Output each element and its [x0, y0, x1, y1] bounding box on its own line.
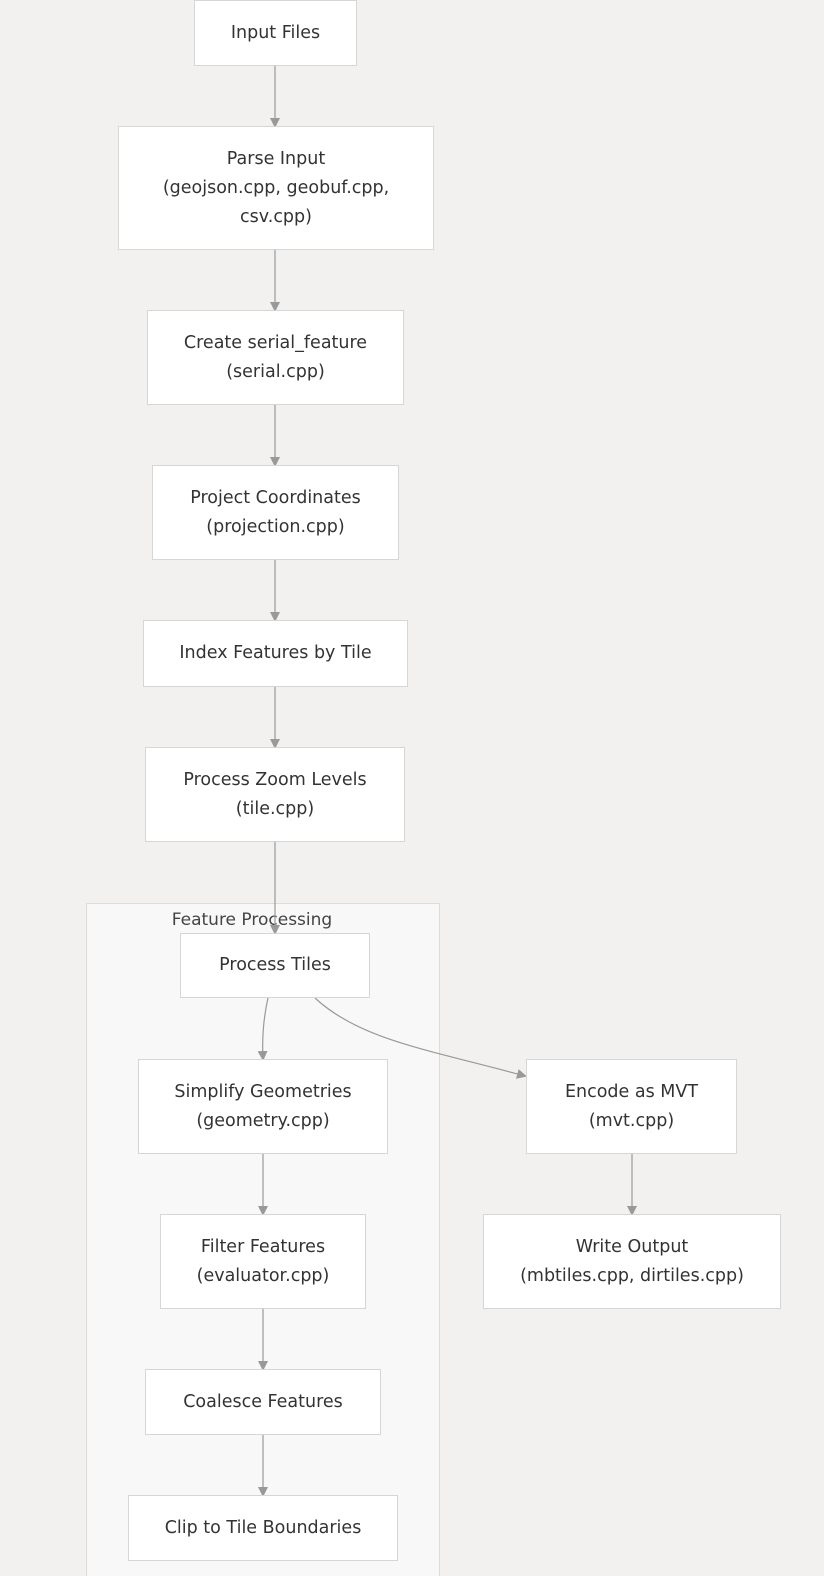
node-text-line: Coalesce Features [183, 1391, 343, 1412]
node-text-line: (tile.cpp) [235, 798, 315, 819]
node-parse-input[interactable]: Parse Input (geojson.cpp, geobuf.cpp, csv.… [118, 126, 434, 250]
node-filter-features[interactable]: Filter Features (evaluator.cpp) [160, 1214, 366, 1309]
node-text-line: (mvt.cpp) [588, 1110, 675, 1131]
node-text-line: (geometry.cpp) [196, 1110, 330, 1131]
node-text-line: (serial.cpp) [226, 361, 325, 382]
node-create-serial-feature[interactable]: Create serial_feature (serial.cpp) [147, 310, 404, 405]
node-write-output[interactable]: Write Output (mbtiles.cpp, dirtiles.cpp) [483, 1214, 781, 1309]
node-text-line: Filter Features [200, 1236, 326, 1257]
node-clip-to-tile-boundaries[interactable]: Clip to Tile Boundaries [128, 1495, 398, 1561]
node-process-zoom-levels[interactable]: Process Zoom Levels (tile.cpp) [145, 747, 405, 842]
node-text-line: (geojson.cpp, geobuf.cpp, [162, 177, 390, 198]
node-simplify-geometries[interactable]: Simplify Geometries (geometry.cpp) [138, 1059, 388, 1154]
node-text-line: Clip to Tile Boundaries [164, 1517, 362, 1538]
node-text-line: Write Output [575, 1236, 689, 1257]
node-text-line: (projection.cpp) [206, 516, 345, 537]
node-index-features-by-tile[interactable]: Index Features by Tile [143, 620, 408, 687]
node-text-line: Simplify Geometries [174, 1081, 352, 1102]
node-text-line: (evaluator.cpp) [196, 1265, 330, 1286]
node-text-line: csv.cpp) [240, 206, 312, 227]
node-project-coordinates[interactable]: Project Coordinates (projection.cpp) [152, 465, 399, 560]
node-encode-as-mvt[interactable]: Encode as MVT (mvt.cpp) [526, 1059, 737, 1154]
node-text-line: Process Tiles [219, 955, 331, 975]
node-text-line: Parse Input [226, 148, 326, 169]
node-coalesce-features[interactable]: Coalesce Features [145, 1369, 381, 1435]
node-process-tiles[interactable]: Process Tiles [180, 933, 370, 998]
node-text-line: Encode as MVT [564, 1081, 699, 1102]
node-text-line: Process Zoom Levels [183, 769, 367, 790]
node-text-line: (mbtiles.cpp, dirtiles.cpp) [520, 1265, 744, 1286]
node-input-files[interactable]: Input Files [194, 0, 357, 66]
node-text-line: Project Coordinates [190, 487, 361, 508]
node-text-line: Index Features by Tile [179, 643, 372, 663]
node-text-line: Input Files [230, 22, 321, 43]
node-text-line: Create serial_feature [183, 332, 368, 353]
cluster-label: Feature Processing [171, 910, 333, 930]
